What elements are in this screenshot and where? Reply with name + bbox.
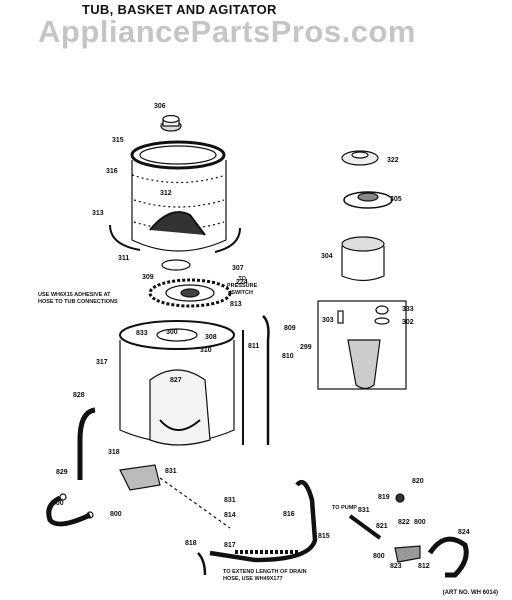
part-label-811[interactable]: 811: [248, 343, 259, 350]
part-label-831b[interactable]: 831: [224, 497, 236, 504]
part-label-299[interactable]: 299: [300, 344, 312, 351]
part-label-308[interactable]: 308: [205, 334, 217, 341]
part-label-823[interactable]: 823: [390, 563, 402, 570]
part-label-817[interactable]: 817: [224, 542, 236, 549]
part-label-800c[interactable]: 800: [414, 519, 426, 526]
part-label-315[interactable]: 315: [112, 137, 124, 144]
hose-824[interactable]: [427, 536, 469, 578]
tube-810[interactable]: [262, 315, 270, 445]
pump-assembly[interactable]: [119, 464, 161, 491]
hose-829[interactable]: [46, 495, 92, 527]
part-label-813[interactable]: 813: [230, 301, 242, 308]
hose-821[interactable]: [348, 514, 382, 540]
part-label-827[interactable]: 827: [170, 377, 182, 384]
part-label-300[interactable]: 300: [166, 329, 178, 336]
part-label-312[interactable]: 312: [160, 190, 172, 197]
part-label-812[interactable]: 812: [418, 563, 430, 570]
part-label-304[interactable]: 304: [321, 253, 333, 260]
part-label-809[interactable]: 809: [284, 325, 296, 332]
part-label-800b[interactable]: 800: [110, 511, 122, 518]
hose-828[interactable]: [77, 407, 96, 480]
part-label-829[interactable]: 829: [56, 469, 68, 476]
note-adhesive: USE WH6X15 ADHESIVE AT HOSE TO TUB CONNE…: [38, 292, 118, 305]
part-label-800d[interactable]: 800: [373, 553, 385, 560]
coupling-822[interactable]: [394, 545, 421, 563]
cam-305[interactable]: [343, 191, 393, 209]
part-label-828[interactable]: 828: [73, 392, 85, 399]
part-label-305[interactable]: 305: [390, 196, 402, 203]
agitator-top-304[interactable]: [341, 236, 385, 282]
agitator-cap-306[interactable]: [160, 114, 182, 132]
part-label-224[interactable]: 224: [236, 279, 248, 286]
part-label-815[interactable]: 815: [318, 533, 330, 540]
diagram-title: TUB, BASKET AND AGITATOR: [82, 2, 277, 17]
part-label-318[interactable]: 318: [108, 449, 120, 456]
part-label-821[interactable]: 821: [376, 523, 388, 530]
part-label-310[interactable]: 310: [200, 347, 212, 354]
part-label-822[interactable]: 822: [398, 519, 410, 526]
part-label-800a[interactable]: 800: [52, 500, 64, 507]
part-label-316[interactable]: 316: [106, 168, 118, 175]
part-label-833[interactable]: 833: [136, 330, 148, 337]
seal-309[interactable]: [161, 259, 191, 271]
drain-hose-815[interactable]: [209, 479, 318, 563]
part-label-824[interactable]: 824: [458, 529, 470, 536]
part-label-820[interactable]: 820: [412, 478, 424, 485]
part-label-816[interactable]: 816: [283, 511, 295, 518]
part-label-819[interactable]: 819: [378, 494, 390, 501]
basket-rim-313[interactable]: [109, 224, 141, 251]
outer-tub-317[interactable]: [119, 320, 235, 446]
part-label-313[interactable]: 313: [92, 210, 104, 217]
part-label-818[interactable]: 818: [185, 540, 197, 547]
part-label-311[interactable]: 311: [118, 255, 129, 262]
note-extend-hose: TO EXTEND LENGTH OF DRAIN HOSE, USE WH49…: [223, 569, 307, 582]
agitator-box-299[interactable]: [317, 300, 407, 390]
art-number: (ART NO. WH 6014): [442, 590, 498, 596]
part-label-302[interactable]: 302: [402, 319, 414, 326]
part-label-333[interactable]: 333: [402, 306, 414, 313]
part-label-322[interactable]: 322: [387, 157, 399, 164]
wash-basket-316[interactable]: [130, 140, 227, 252]
part-label-307[interactable]: 307: [232, 265, 244, 272]
part-label-306[interactable]: 306: [154, 103, 166, 110]
part-label-831a[interactable]: 831: [165, 468, 177, 475]
part-label-303[interactable]: 303: [322, 317, 334, 324]
note-pressure-switch: TO PRESSURE SWITCH: [227, 276, 258, 296]
watermark-text: AppliancePartsPros.com: [38, 14, 416, 49]
part-label-810[interactable]: 810: [282, 353, 294, 360]
part-label-317[interactable]: 317: [96, 359, 108, 366]
clamp-818[interactable]: [197, 552, 207, 576]
part-label-309[interactable]: 309: [142, 274, 154, 281]
cap-322[interactable]: [341, 150, 379, 166]
part-label-814[interactable]: 814: [224, 512, 236, 519]
note-to-pump: TO PUMP: [332, 505, 357, 511]
part-label-831c[interactable]: 831: [358, 507, 370, 514]
drive-hub-307[interactable]: [148, 278, 232, 308]
